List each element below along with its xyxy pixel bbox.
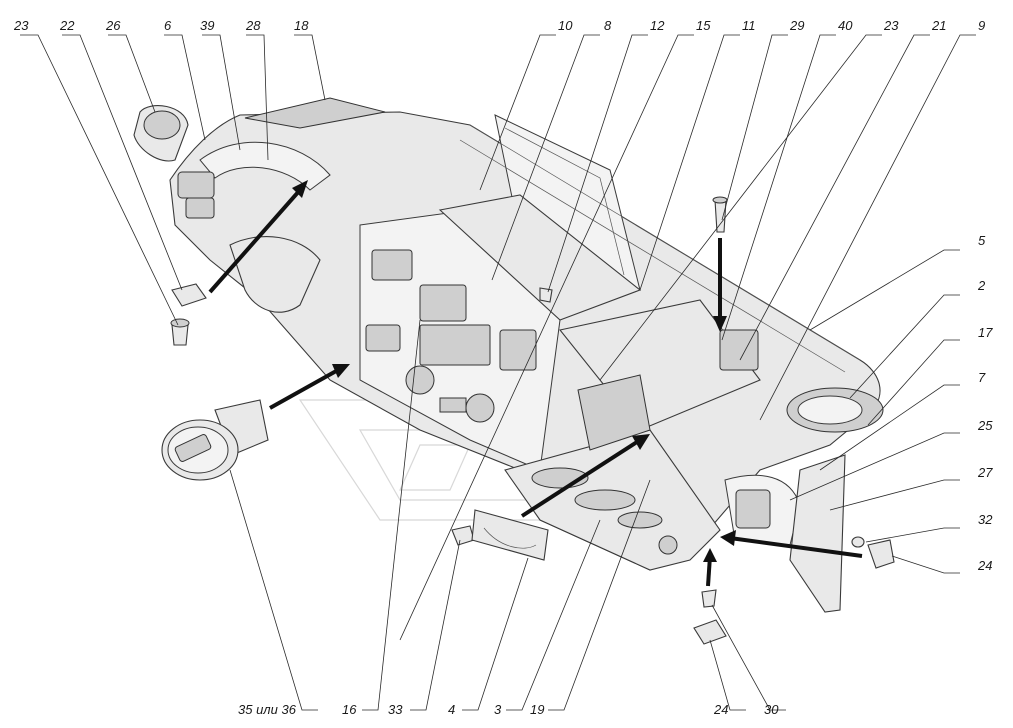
callout-15: 15 — [696, 18, 711, 33]
callout-labels-bottom: 35 или 36 16 33 4 3 19 24 30 — [238, 702, 779, 717]
screw-part-12 — [539, 287, 553, 303]
callout-22: 22 — [59, 18, 75, 33]
callout-35-or-36: 35 или 36 — [238, 702, 297, 717]
callout-10: 10 — [558, 18, 573, 33]
callout-8: 8 — [604, 18, 612, 33]
callout-5: 5 — [978, 233, 986, 248]
leader-lines — [20, 34, 976, 711]
callout-24-right: 24 — [977, 558, 992, 573]
callout-28: 28 — [245, 18, 261, 33]
callout-40: 40 — [838, 18, 853, 33]
clip-part-24-bottom — [693, 619, 727, 645]
callout-12: 12 — [650, 18, 665, 33]
callout-11: 11 — [742, 18, 756, 33]
screw-part-40 — [712, 196, 728, 233]
callout-17: 17 — [978, 325, 993, 340]
callout-23-top-right: 23 — [883, 18, 899, 33]
callout-24-bottom: 24 — [713, 702, 728, 717]
callout-39: 39 — [200, 18, 214, 33]
callout-29: 29 — [789, 18, 804, 33]
callout-32: 32 — [978, 512, 993, 527]
screw-part-33 — [451, 525, 475, 546]
dashboard-panel — [169, 97, 884, 613]
callout-30: 30 — [764, 702, 779, 717]
callout-21: 21 — [931, 18, 946, 33]
screw-part-30 — [701, 589, 717, 608]
callout-4: 4 — [448, 702, 455, 717]
callout-2: 2 — [977, 278, 986, 293]
callout-labels-top: 23 22 26 6 39 28 18 10 8 12 15 11 29 40 … — [13, 18, 985, 33]
callout-19: 19 — [530, 702, 544, 717]
callout-33: 33 — [388, 702, 403, 717]
callout-7: 7 — [978, 370, 986, 385]
clip-part-24-right — [867, 539, 895, 569]
callout-16: 16 — [342, 702, 357, 717]
callout-9: 9 — [978, 18, 985, 33]
callout-labels-right: 5 2 17 7 25 27 32 24 — [977, 233, 993, 573]
side-vent-part-26 — [133, 105, 189, 162]
callout-23-top-left: 23 — [13, 18, 29, 33]
callout-27: 27 — [977, 465, 993, 480]
screw-part-23 — [170, 318, 190, 346]
callout-3: 3 — [494, 702, 502, 717]
clip-part-22 — [171, 283, 207, 307]
callout-6: 6 — [164, 18, 172, 33]
handle-plate-part-4 — [471, 509, 549, 561]
callout-18: 18 — [294, 18, 309, 33]
screw-part-32 — [851, 536, 865, 548]
light-switch-part-35 — [161, 399, 269, 481]
assembly-arrows — [208, 180, 863, 587]
callout-26: 26 — [105, 18, 121, 33]
callout-25: 25 — [977, 418, 993, 433]
